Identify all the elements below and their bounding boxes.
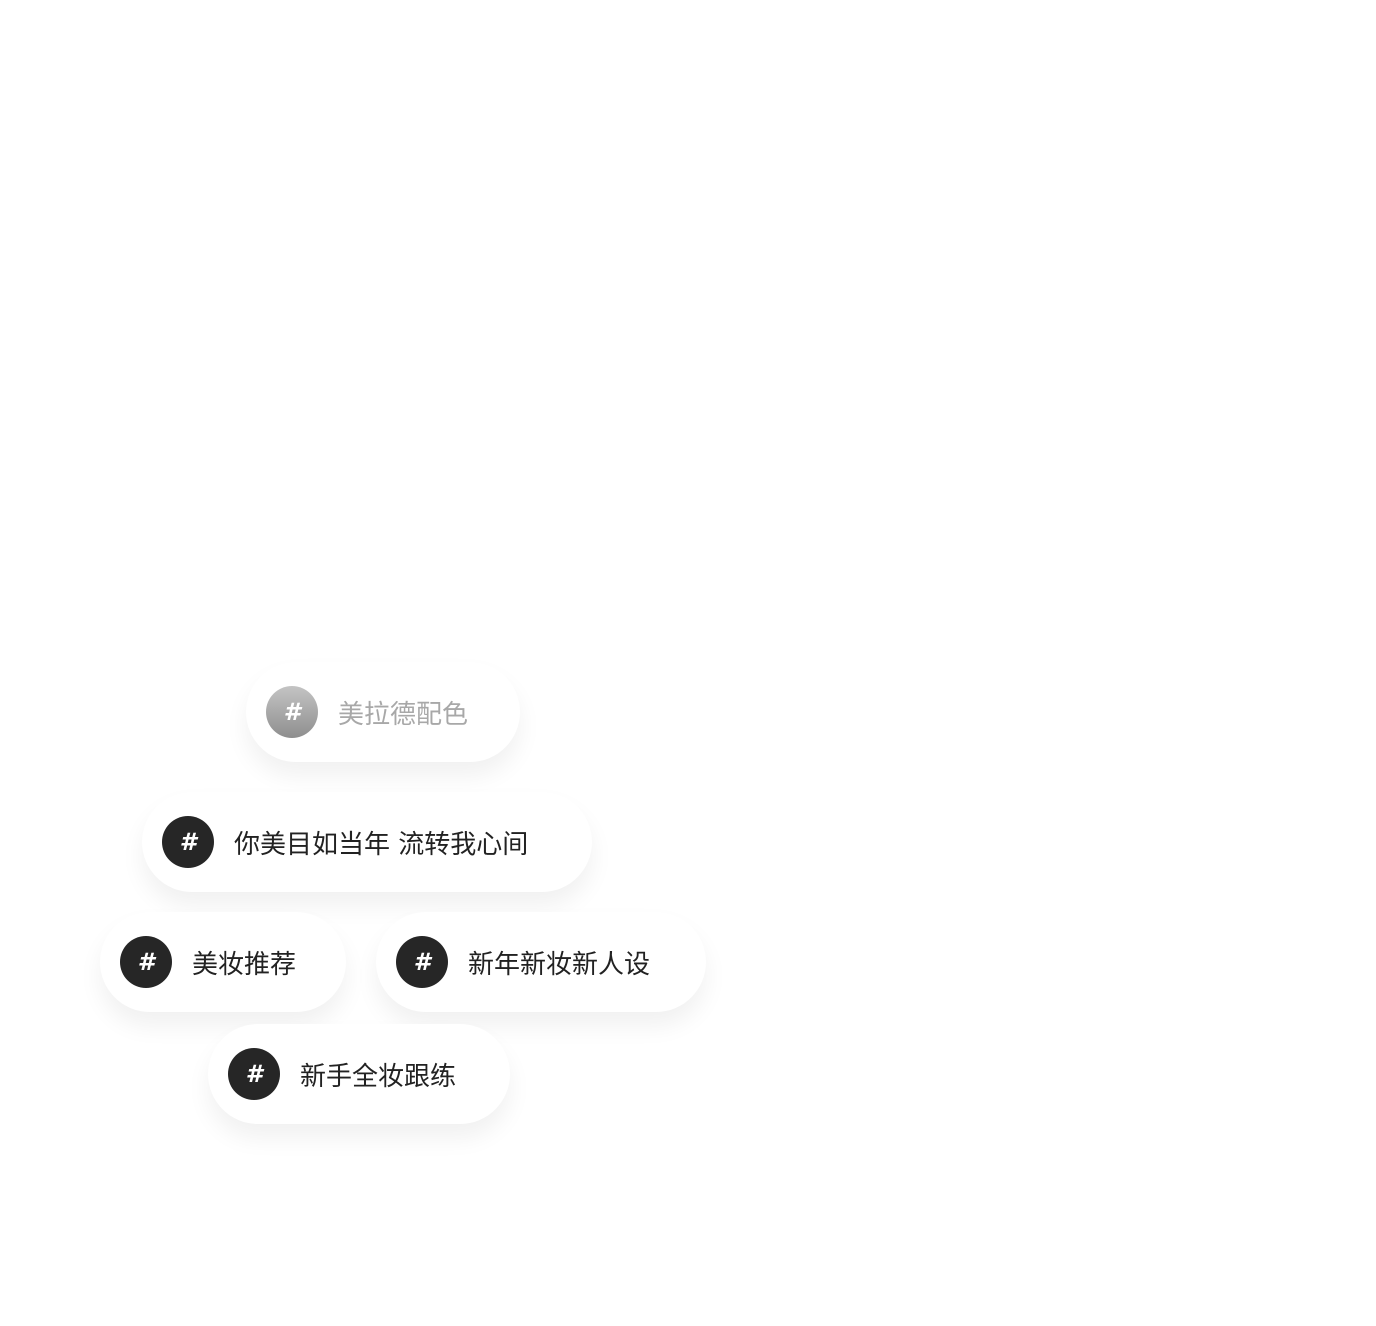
hashtag-icon: # xyxy=(396,936,448,988)
tag-label: 新手全妆跟练 xyxy=(300,1061,457,1092)
hashtag-icon: # xyxy=(162,816,214,868)
hashtag-icon: # xyxy=(266,686,318,738)
hashtag-icon: # xyxy=(228,1048,280,1100)
tag-label: 美拉德配色 xyxy=(338,699,469,730)
tag-label: 新年新妆新人设 xyxy=(468,949,651,980)
tag-label: 你美目如当年 流转我心间 xyxy=(234,829,529,860)
tag-pill[interactable]: # 美妆推荐 xyxy=(100,912,346,1012)
tag-pill[interactable]: # 美拉德配色 xyxy=(246,662,520,762)
hashtag-icon: # xyxy=(120,936,172,988)
tag-pill[interactable]: # 新年新妆新人设 xyxy=(376,912,706,1012)
tag-pill[interactable]: # 你美目如当年 流转我心间 xyxy=(142,792,592,892)
tag-pill[interactable]: # 新手全妆跟练 xyxy=(208,1024,510,1124)
tag-label: 美妆推荐 xyxy=(192,949,297,980)
